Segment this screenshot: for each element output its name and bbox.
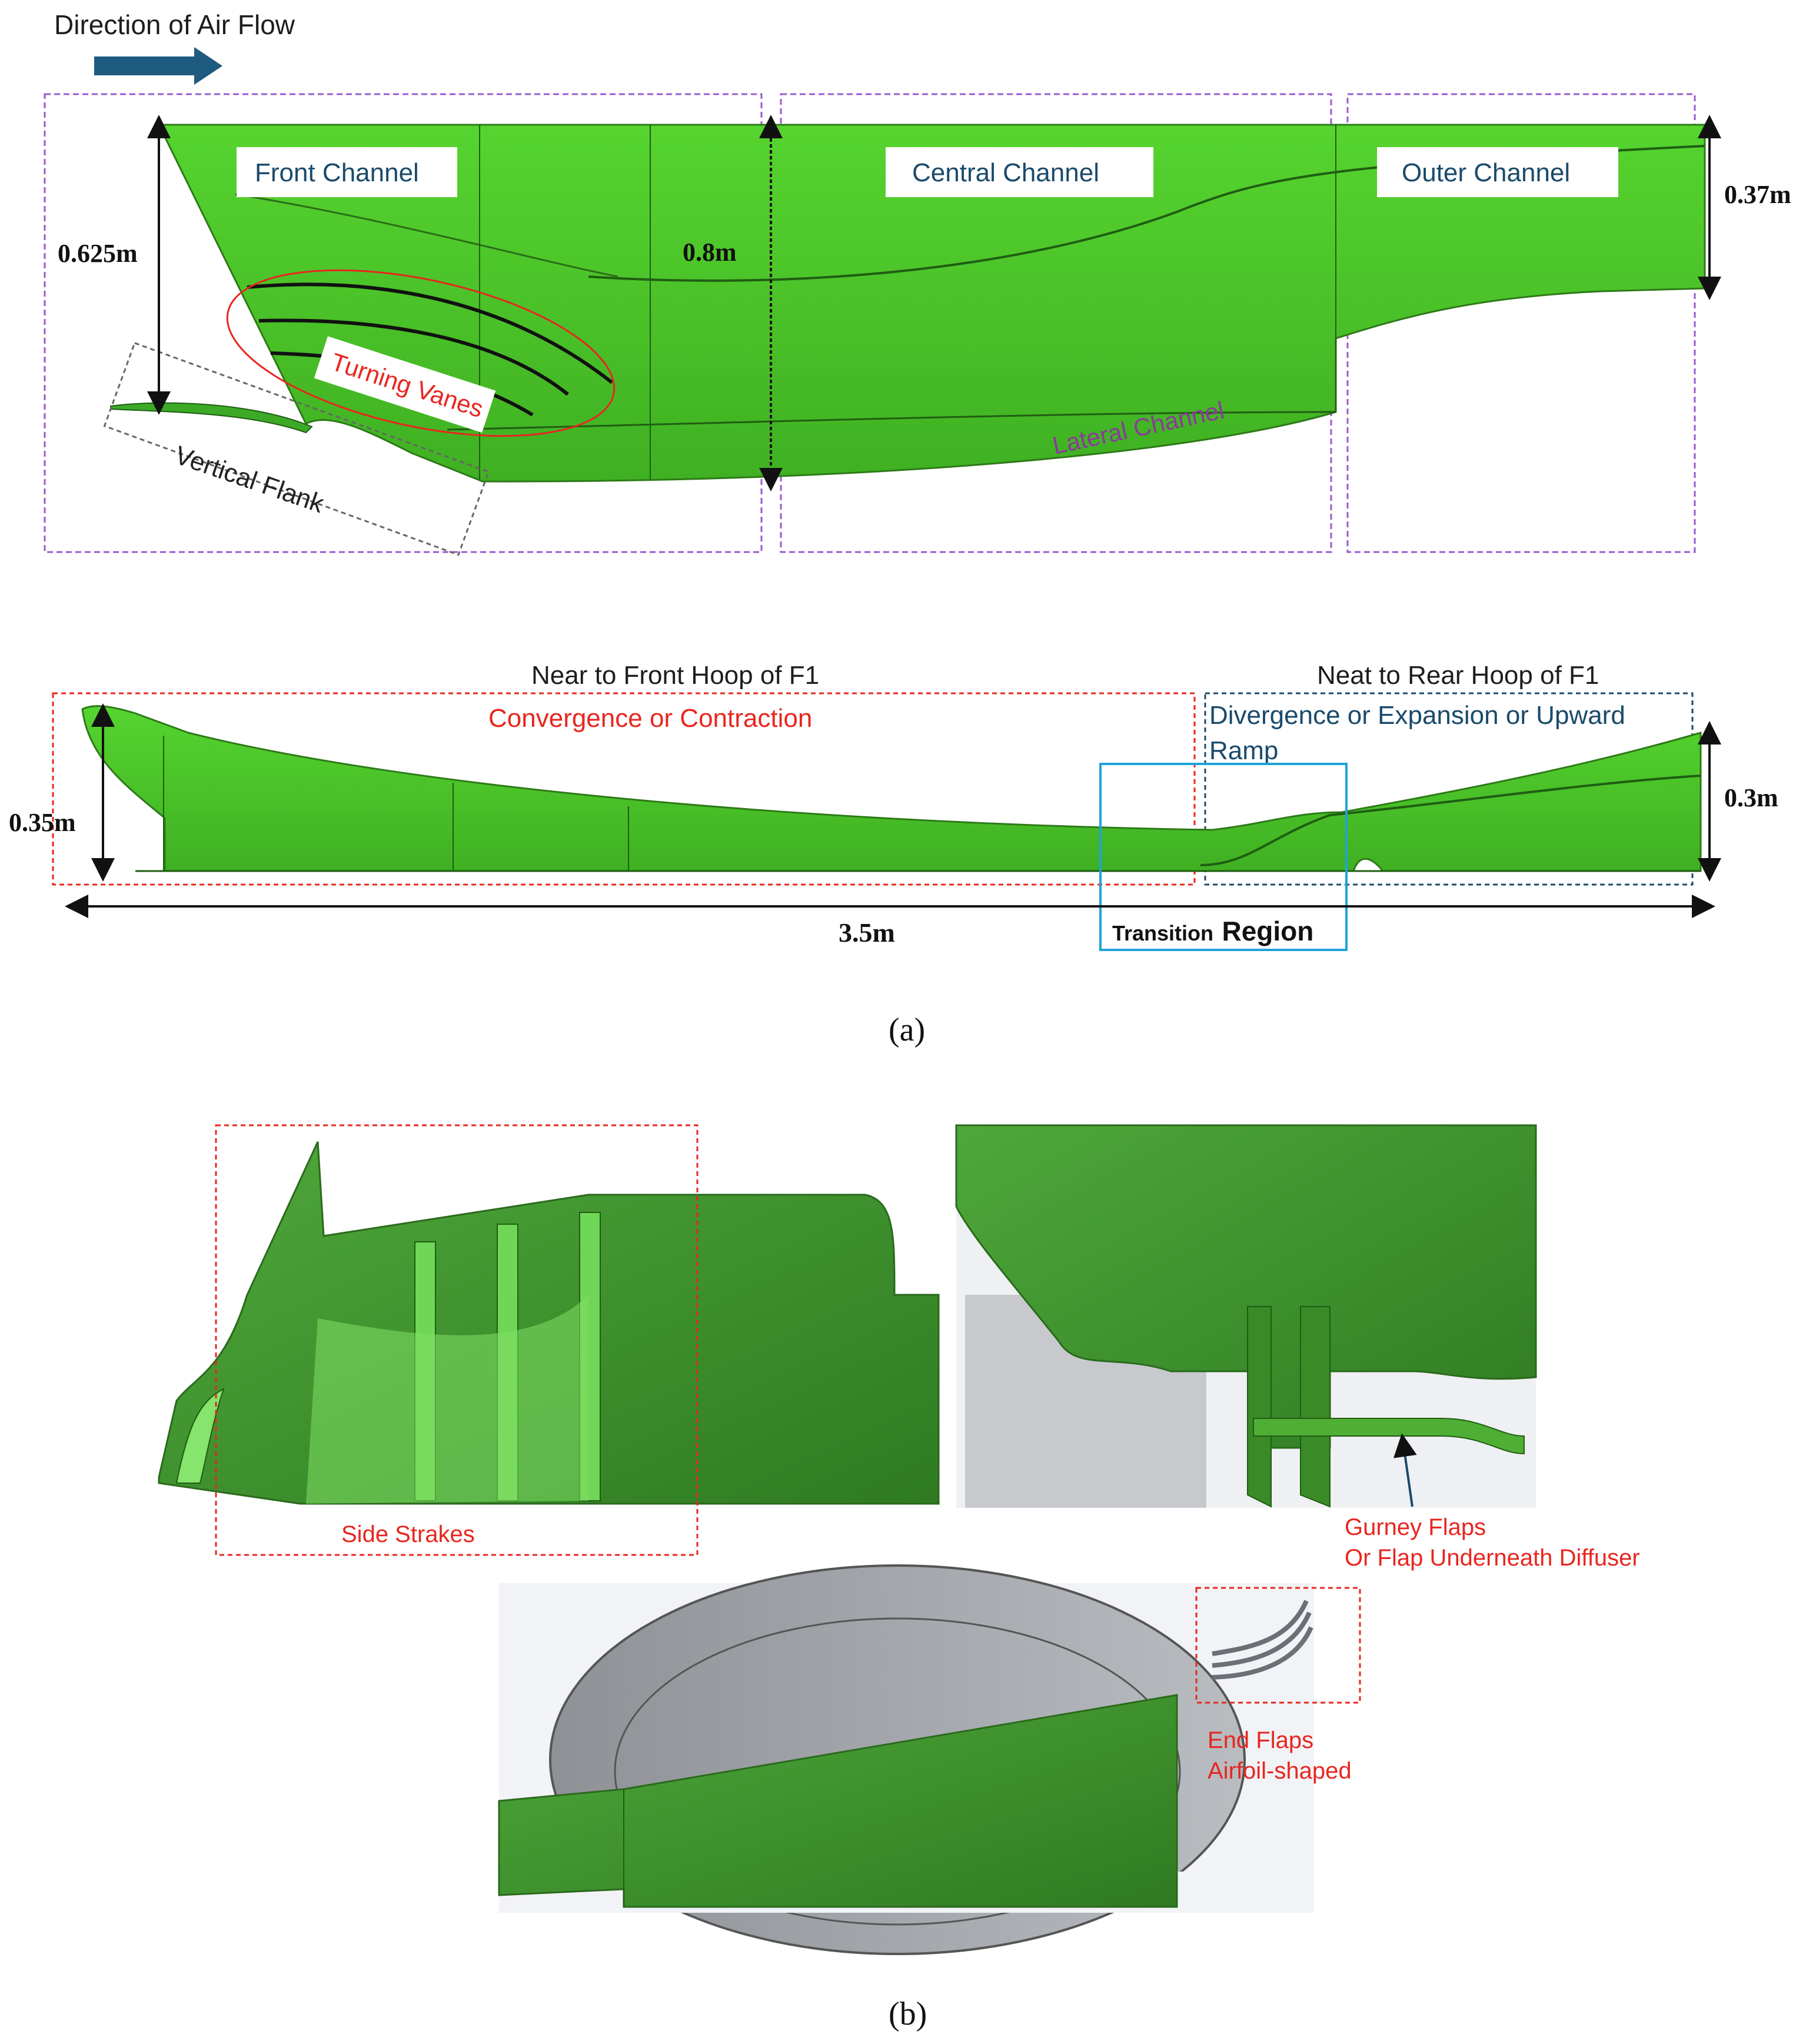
side-view-diagram: Near to Front Hoop of F1 Neat to Rear Ho… xyxy=(9,661,1778,951)
central-channel-label: Central Channel xyxy=(912,158,1099,187)
lower-curve xyxy=(447,411,1336,431)
divergence-label-line1: Divergence or Expansion or Upward xyxy=(1209,701,1625,730)
floor-body-side xyxy=(81,705,1702,872)
floor-body-top xyxy=(157,124,1706,483)
central-channel-tag xyxy=(886,147,1153,197)
gurney-label-line2: Or Flap Underneath Diffuser xyxy=(1345,1545,1640,1571)
transition-label: Transition Region xyxy=(1112,916,1313,946)
gurney-flap-bar xyxy=(1253,1418,1525,1455)
vertical-flank-box xyxy=(103,341,490,556)
gurney-fin-2 xyxy=(1300,1306,1331,1508)
strake-front-fin xyxy=(175,1388,225,1484)
front-channel-label: Front Channel xyxy=(255,158,419,187)
side-strakes-box xyxy=(215,1124,699,1556)
caption-a: (a) xyxy=(889,1012,925,1048)
divergence-box xyxy=(1204,692,1694,886)
transition-big: Region xyxy=(1222,916,1313,946)
vertical-flank-label: Vertical Flank xyxy=(171,441,328,519)
end-flaps-body xyxy=(498,1694,1178,1908)
flow-arrow-icon xyxy=(94,47,222,85)
dim-front-height: 0.625m xyxy=(58,239,138,268)
outer-section-box xyxy=(1346,93,1696,553)
caption-b: (b) xyxy=(889,1996,927,2032)
turning-vanes-highlight xyxy=(226,269,616,437)
side-strakes-panel: Side Strakes xyxy=(158,1124,940,1556)
gurney-arrow xyxy=(1393,1433,1417,1507)
dim-outer-height: 0.37m xyxy=(1724,180,1791,209)
end-flaps-label-line2: Airfoil-shaped xyxy=(1208,1758,1352,1784)
turning-vane-2 xyxy=(258,318,569,396)
gurney-flaps-panel: Gurney Flaps Or Flap Underneath Diffuser xyxy=(955,1124,1640,1571)
end-flaps-label-line1: End Flaps xyxy=(1208,1727,1313,1753)
front-hoop-label: Near to Front Hoop of F1 xyxy=(531,661,819,690)
flow-direction-label: Direction of Air Flow xyxy=(54,9,295,40)
dim-side-rear: 0.3m xyxy=(1724,783,1778,812)
end-flap-foil-3 xyxy=(1212,1626,1313,1680)
rear-wheel-inner xyxy=(614,1617,1181,1926)
dim-side-front: 0.35m xyxy=(9,808,76,837)
side-ramp-curve xyxy=(1200,775,1701,866)
side-strakes-label: Side Strakes xyxy=(341,1521,475,1547)
gurney-body xyxy=(955,1124,1537,1449)
end-flaps-panel: End Flaps Airfoil-shaped xyxy=(498,1564,1361,1955)
rear-hoop-label: Neat to Rear Hoop of F1 xyxy=(1317,661,1599,690)
gurney-label-line1: Gurney Flaps xyxy=(1345,1514,1486,1540)
convergence-box xyxy=(52,692,1196,886)
convergence-label: Convergence or Contraction xyxy=(488,704,812,733)
end-flap-foil-1 xyxy=(1212,1600,1309,1656)
divergence-label-line2: Ramp xyxy=(1209,736,1278,765)
outer-channel-label: Outer Channel xyxy=(1402,158,1570,187)
outer-channel-tag xyxy=(1377,147,1618,197)
top-view-diagram: Direction of Air Flow Turning Vanes Vert… xyxy=(44,9,1791,556)
transition-small: Transition xyxy=(1112,921,1213,945)
strake-panel-light xyxy=(306,1295,588,1504)
turning-vane-1 xyxy=(247,282,613,384)
dim-length: 3.5m xyxy=(839,918,895,948)
end-flap-foil-2 xyxy=(1212,1611,1312,1668)
upper-ridge xyxy=(235,193,618,278)
central-section-box xyxy=(780,93,1332,553)
gurney-fin-1 xyxy=(1247,1306,1272,1508)
transition-region-box xyxy=(1099,763,1348,951)
front-channel-tag xyxy=(237,147,457,197)
vertical-flank-shape xyxy=(110,402,313,434)
dim-mid-height: 0.8m xyxy=(683,238,737,267)
